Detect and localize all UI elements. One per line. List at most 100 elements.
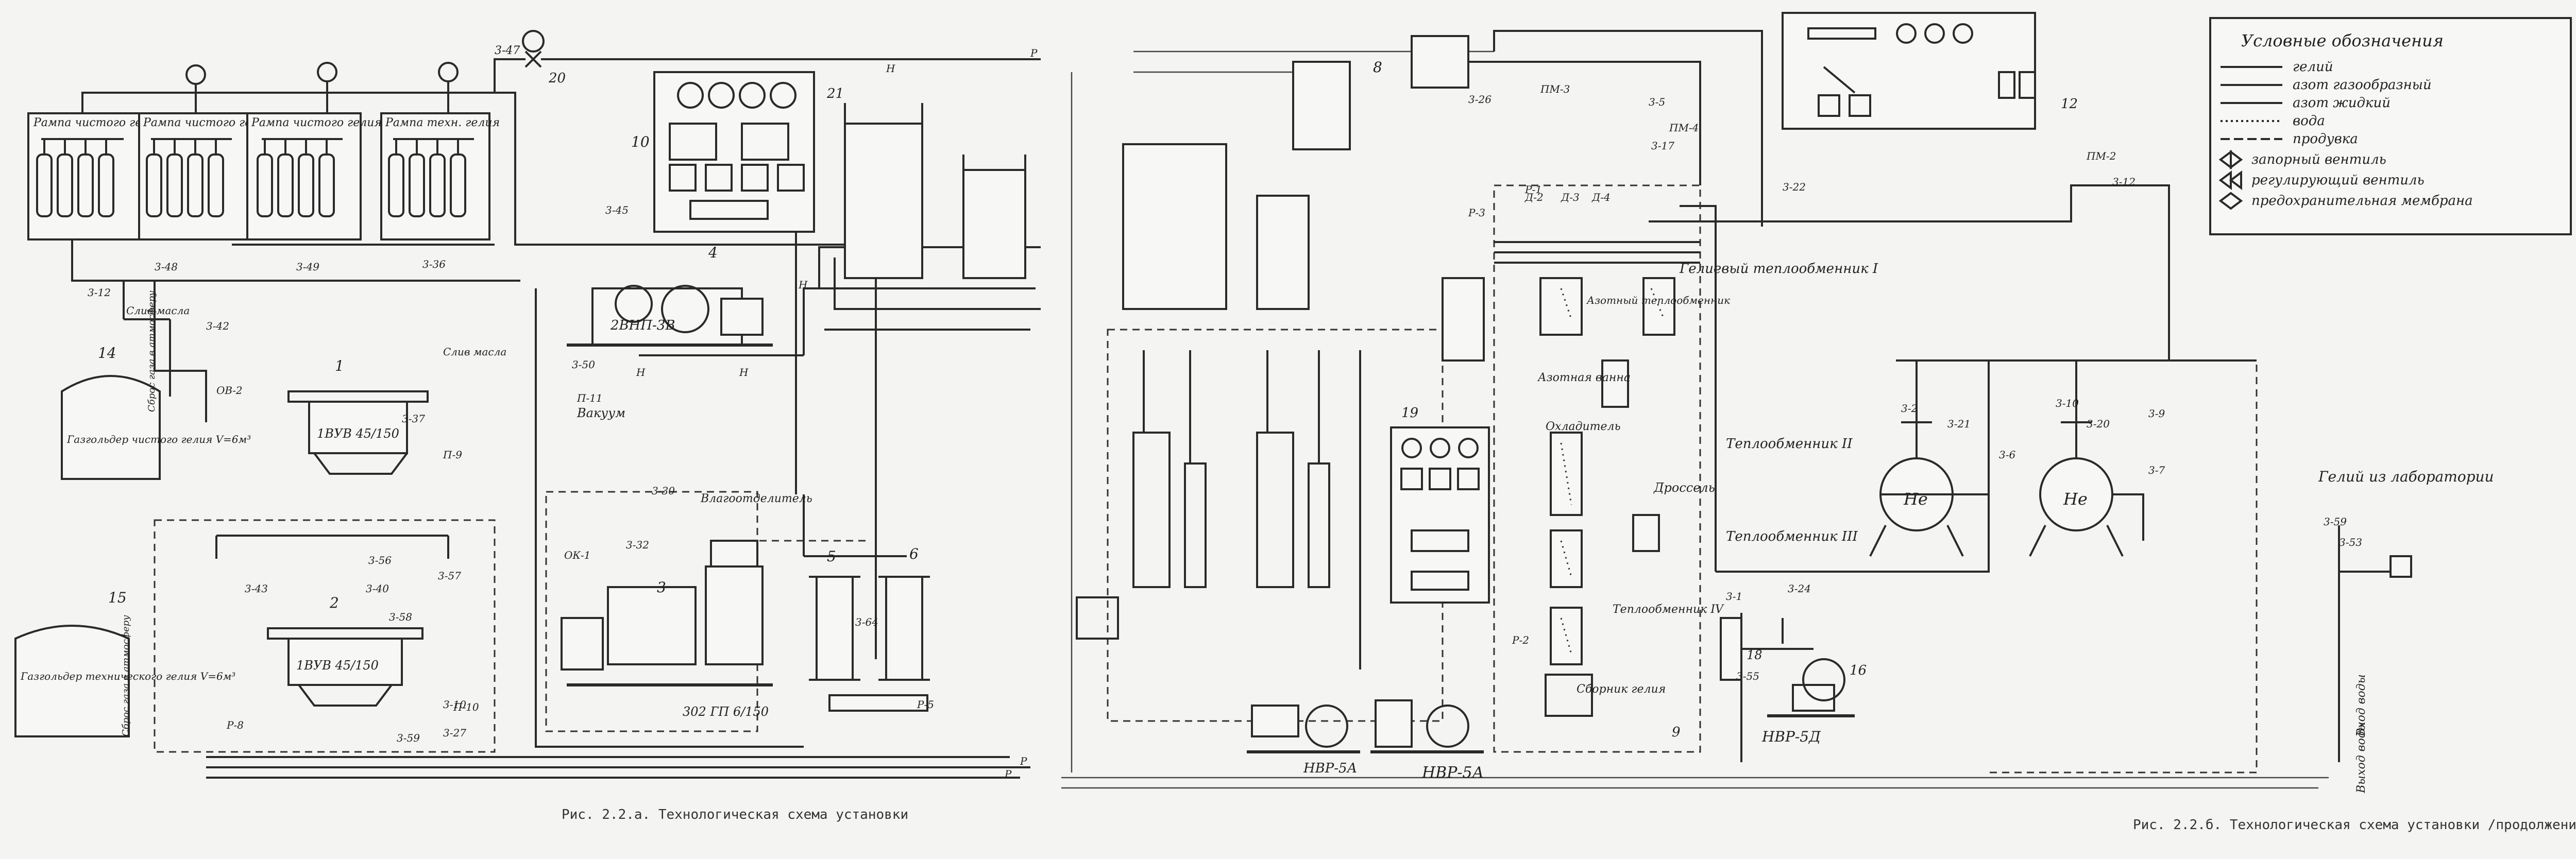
tag-3-36: 3-36: [422, 258, 446, 270]
tag-3-9: 3-9: [2148, 407, 2165, 420]
legend-item-water: вода: [2293, 113, 2325, 129]
legend-item-control-valve: регулирующий вентиль: [2251, 173, 2425, 188]
legend-item-gas-n2: азот газообразный: [2293, 77, 2432, 93]
pump-16: [1767, 658, 1855, 717]
moisture-separator-label: Влагоотделитель: [700, 492, 812, 505]
tag-3-53: 3-53: [2339, 536, 2362, 548]
helium-collector-label: Сборник гелия: [1577, 683, 1666, 696]
tag-3-50: 3-50: [572, 358, 595, 371]
tag-r-2: Р: [1020, 755, 1027, 767]
oil-drain-label-1: Слив масла: [126, 304, 190, 317]
tag-16: 16: [1850, 663, 1867, 678]
vent-tech-label: Сброс газа в атмосферу: [121, 615, 131, 736]
tag-3-12: 3-12: [2112, 176, 2136, 188]
tag-8-top: 8: [1373, 59, 1382, 76]
tag-r-5: Р-5: [917, 698, 934, 711]
tag-ov-2-a: ОВ-2: [216, 384, 243, 397]
tag-15: 15: [108, 589, 127, 606]
pump-nvr-label-1: НВР-5А: [1303, 761, 1357, 776]
tag-4: 4: [708, 244, 718, 261]
tag-1: 1: [335, 357, 344, 374]
hx-4-label: Теплообменник IV: [1613, 603, 1724, 616]
nitrogen-hx-label: Азотный теплообменник: [1586, 294, 1730, 306]
control-panel-19: [1390, 426, 1490, 604]
tag-3-55: 3-55: [1736, 670, 1759, 682]
tag-20: 20: [548, 71, 566, 86]
dewar-he-2: [2029, 421, 2124, 557]
tag-9: 9: [1672, 725, 1681, 740]
tag-3-47: 3-47: [495, 44, 520, 57]
pressure-gauges-left: [185, 62, 459, 113]
tag-3-10: 3-10: [2056, 397, 2079, 409]
hx-3-label: Теплообменник III: [1726, 529, 1858, 544]
tag-3-20: 3-20: [2087, 418, 2110, 430]
tag-3: 3: [657, 579, 666, 596]
purifier-8: [1442, 277, 1485, 362]
tag-p-11: П-11: [577, 392, 603, 404]
legend-item-safety-membrane: предохранительная мембрана: [2251, 193, 2473, 209]
cylinder-group-4: Рампа техн. гелия: [380, 112, 500, 240]
tag-3-5: 3-5: [1649, 96, 1665, 108]
unit-1-model: 1ВУВ 45/150: [317, 426, 399, 441]
tag-d-3: Д-3: [1561, 191, 1580, 203]
moisture-separator-bar: [828, 694, 928, 712]
tag-3-59: 3-59: [397, 732, 420, 744]
gasholder-tech-label: Газгольдер технического гелия V=6м³: [20, 670, 235, 682]
tag-3-37: 3-37: [402, 413, 425, 425]
tag-10: 10: [631, 133, 650, 150]
unit-1: [287, 390, 429, 475]
helium-lab-label: Гелий из лаборатории: [2318, 468, 2494, 485]
right-caption: Рис. 2.2.б. Технологическая схема устано…: [2133, 817, 2576, 833]
tag-18: 18: [1747, 648, 1762, 662]
tag-3-64: 3-64: [855, 616, 878, 628]
right-dashed-frames: [1107, 184, 2258, 774]
hx-2-label: Теплообменник II: [1726, 436, 1853, 452]
tag-d-2: Д-2: [1524, 191, 1544, 203]
legend-item-helium: гелий: [2293, 59, 2333, 75]
tag-2: 2: [329, 594, 339, 611]
tag-d-4: Д-4: [1591, 191, 1611, 203]
tag-3-30: 3-30: [652, 485, 675, 497]
right-sheet: 8 НВР-5А НВР-5А: [1061, 12, 2576, 833]
right-tanks: [1122, 35, 1469, 310]
gasholder-15: [14, 625, 130, 737]
tag-p-9: П-9: [443, 449, 462, 461]
tag-21: 21: [826, 86, 844, 101]
tag-5: 5: [827, 548, 836, 565]
water-out-label: Выход воды: [2355, 721, 2368, 794]
cylinder-group-3: Рампа чистого гелия: [246, 112, 382, 240]
legend-item-liquid-n2: азот жидкий: [2293, 95, 2391, 111]
tag-n-2: Н: [636, 366, 646, 379]
right-pipelines: [1468, 30, 2397, 762]
tag-3-43: 3-43: [245, 582, 268, 595]
water-in-label: Вход воды: [2355, 674, 2368, 737]
tag-6: 6: [909, 545, 919, 562]
tag-3-27: 3-27: [443, 727, 466, 739]
tag-3-1: 3-1: [1726, 590, 1742, 603]
separator-5: [809, 576, 860, 681]
control-panel-12: [1782, 12, 2036, 130]
tag-3-26: 3-26: [1468, 93, 1492, 106]
legend-item-purge: продувка: [2293, 131, 2358, 147]
tag-pm-2: ПМ-2: [2086, 150, 2116, 162]
tag-r3: Р-3: [1468, 207, 1485, 219]
tag-3-32: 3-32: [626, 539, 649, 551]
tag-r-8: Р-8: [226, 719, 244, 731]
tag-ok-1: ОК-1: [564, 549, 590, 561]
control-panel-10: [653, 71, 815, 233]
tag-r2: Р-2: [1512, 634, 1529, 646]
compressor-3: [561, 540, 773, 686]
cylinder-group-2: Рампа чистого гелия: [138, 112, 274, 240]
separator-6: [878, 576, 930, 681]
tag-12: 12: [2061, 96, 2078, 112]
tag-3-57: 3-57: [438, 570, 461, 582]
unit-2: [267, 627, 423, 707]
tag-3-40: 3-40: [366, 582, 389, 595]
throttle-label: Дроссель: [1653, 480, 1715, 495]
nitrogen-bath-label: Азотная ванна: [1537, 371, 1631, 384]
compressor-3-model: 302 ГП 6/150: [683, 705, 769, 719]
legend-item-shutoff-valve: запорный вентиль: [2251, 152, 2386, 167]
tag-r-1: Р: [1030, 47, 1038, 59]
tag-3-12: 3-12: [88, 286, 111, 299]
cooler-label: Охладитель: [1546, 420, 1621, 433]
